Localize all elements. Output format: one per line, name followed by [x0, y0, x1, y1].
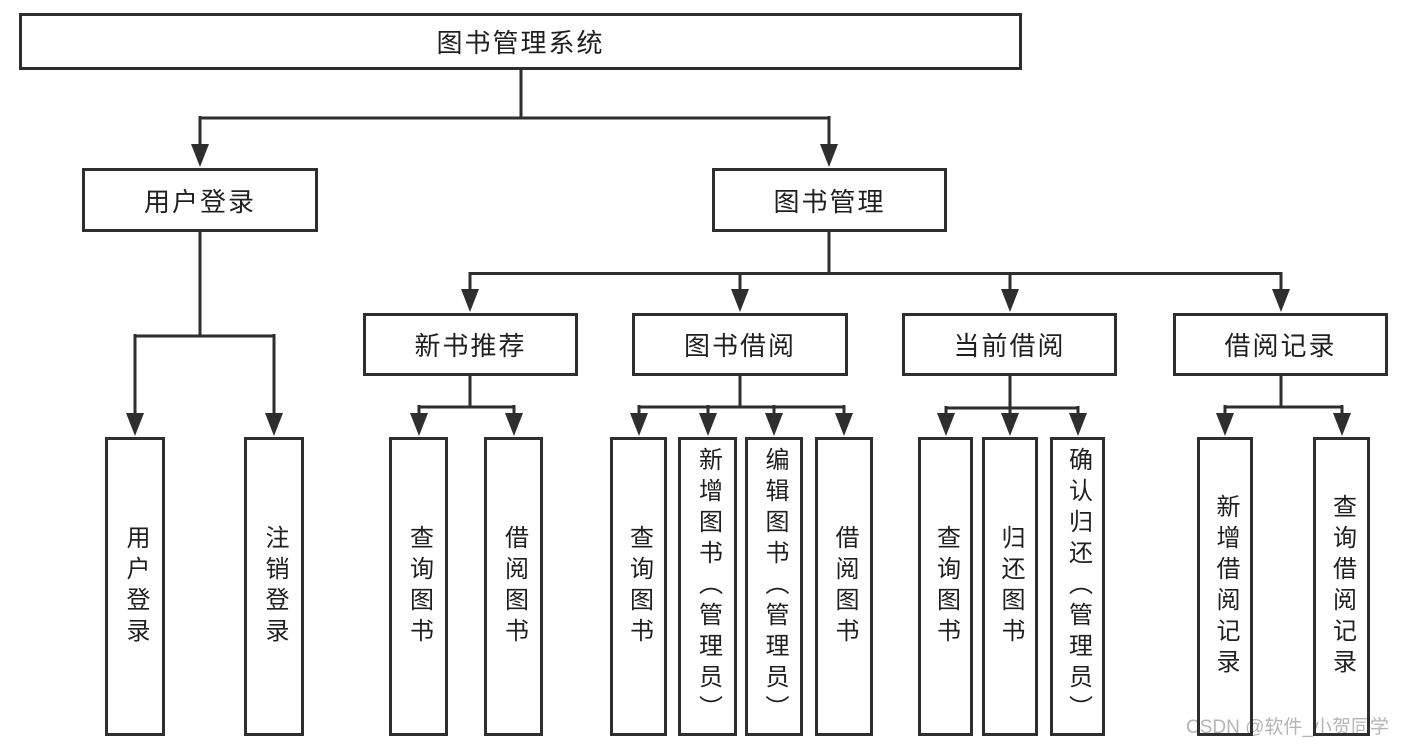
leaf-return-books: 归还图书	[982, 437, 1038, 736]
leaf-borrow-books-borrowing: 借阅图书	[815, 437, 873, 736]
node-root: 图书管理系统	[19, 13, 1022, 70]
leaf-logout-login-label: 注销登录	[261, 524, 288, 649]
node-borrow-records: 借阅记录	[1173, 313, 1388, 376]
leaf-add-books-admin-label: 新增图书（管理员）	[694, 447, 722, 726]
leaf-borrow-books-recommend: 借阅图书	[484, 437, 543, 736]
leaf-edit-books-admin: 编辑图书（管理员）	[745, 437, 803, 736]
leaf-add-books-admin: 新增图书（管理员）	[678, 437, 737, 736]
node-current-borrowing-label: 当前借阅	[953, 331, 1066, 361]
leaf-query-books-current: 查询图书	[918, 437, 973, 736]
leaf-borrow-books-recommend-label: 借阅图书	[500, 524, 528, 649]
csdn-watermark: CSDN @软件_小贺同学	[1186, 717, 1389, 738]
leaf-query-books-current-label: 查询图书	[932, 524, 960, 649]
node-current-borrowing: 当前借阅	[902, 313, 1117, 376]
leaf-user-login: 用户登录	[105, 437, 165, 736]
leaf-confirm-return-admin-label: 确认归还（管理员）	[1064, 447, 1092, 726]
leaf-query-borrow-record: 查询借阅记录	[1313, 437, 1370, 736]
leaf-edit-books-admin-label: 编辑图书（管理员）	[761, 447, 788, 726]
leaf-query-books-borrowing-label: 查询图书	[625, 524, 653, 649]
leaf-query-books-borrowing: 查询图书	[610, 437, 667, 736]
leaf-add-borrow-record-label: 新增借阅记录	[1212, 493, 1239, 680]
node-root-label: 图书管理系统	[436, 28, 605, 58]
node-book-borrowing: 图书借阅	[632, 313, 848, 376]
leaf-borrow-books-borrowing-label: 借阅图书	[831, 524, 858, 649]
node-borrow-records-label: 借阅记录	[1224, 331, 1337, 361]
node-new-book-recommend-label: 新书推荐	[414, 331, 527, 361]
node-user-login-label: 用户登录	[143, 186, 256, 217]
leaf-logout-login: 注销登录	[244, 437, 304, 736]
node-book-management: 图书管理	[712, 168, 947, 232]
node-book-borrowing-label: 图书借阅	[683, 331, 796, 361]
node-book-management-label: 图书管理	[773, 186, 886, 217]
node-user-login: 用户登录	[82, 168, 318, 232]
leaf-confirm-return-admin: 确认归还（管理员）	[1050, 437, 1105, 736]
leaf-add-borrow-record: 新增借阅记录	[1197, 437, 1253, 736]
node-new-book-recommend: 新书推荐	[363, 313, 578, 376]
leaf-user-login-label: 用户登录	[122, 524, 149, 649]
leaf-query-books-recommend-label: 查询图书	[405, 524, 433, 649]
leaf-query-books-recommend: 查询图书	[389, 437, 448, 736]
leaf-return-books-label: 归还图书	[997, 524, 1024, 649]
leaf-query-borrow-record-label: 查询借阅记录	[1328, 493, 1356, 680]
